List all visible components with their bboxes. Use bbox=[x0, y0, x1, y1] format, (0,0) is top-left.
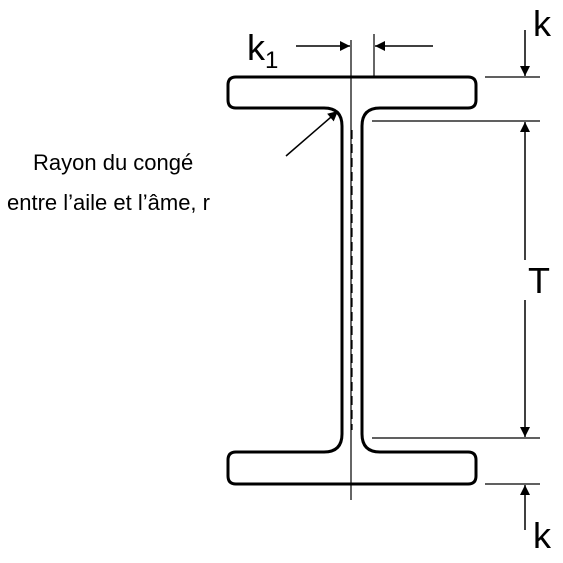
fillet-label-line2: entre l’aile et l’âme, r bbox=[7, 190, 210, 215]
label-k1: k1 bbox=[247, 27, 278, 74]
label-T: T bbox=[528, 260, 550, 301]
label-k-top: k bbox=[533, 3, 552, 44]
fillet-label-line1: Rayon du congé bbox=[33, 150, 193, 175]
label-k-bottom: k bbox=[533, 515, 552, 556]
i-beam-section bbox=[226, 75, 478, 486]
fillet-leader-arrow bbox=[285, 110, 339, 157]
